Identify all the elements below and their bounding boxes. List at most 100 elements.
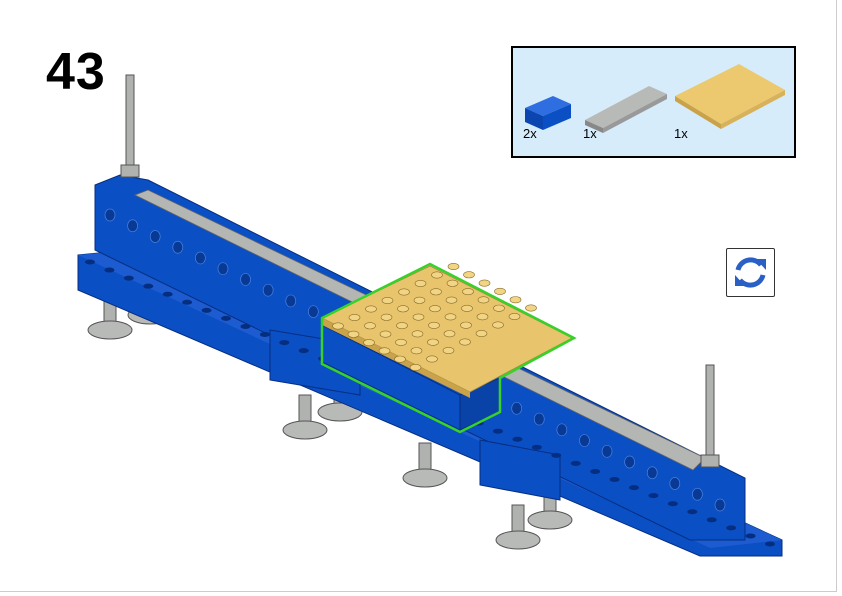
tan-plate-icon	[675, 64, 785, 129]
beam-hole	[714, 498, 726, 512]
tan-stud	[380, 313, 393, 321]
base-stud	[123, 275, 134, 281]
base-stud	[85, 259, 95, 265]
tan-stud	[395, 338, 407, 346]
base-stud	[629, 485, 639, 491]
tan-stud	[332, 322, 344, 330]
beam-hole	[692, 487, 703, 501]
base-stud	[687, 509, 698, 515]
base-stud	[221, 315, 231, 321]
base-stud	[240, 323, 251, 329]
blue-brick-icon	[525, 96, 571, 130]
beam-hole	[195, 251, 206, 265]
tan-stud	[429, 305, 441, 313]
foot-base	[495, 530, 541, 550]
base-stud	[726, 525, 737, 531]
base-stud	[570, 460, 581, 466]
tan-stud	[364, 322, 376, 330]
tan-stud	[446, 279, 459, 287]
base-stud	[745, 533, 756, 539]
rotate-model-icon	[735, 257, 766, 288]
base-stud	[551, 452, 562, 458]
beam-hole	[646, 466, 658, 480]
tan-stud	[463, 271, 475, 279]
beam-hole	[601, 444, 613, 458]
foot-base	[282, 420, 328, 440]
tan-stud	[379, 330, 392, 338]
tan-stud	[410, 347, 423, 355]
tan-stud	[431, 271, 443, 279]
part-quantity: 2x	[523, 126, 537, 141]
base-stud	[104, 267, 115, 273]
foot-base	[317, 402, 363, 422]
base-stud	[648, 493, 659, 499]
beam-hole	[172, 240, 184, 254]
tan-stud	[476, 313, 489, 321]
foot-base	[402, 468, 448, 488]
beam-hole	[511, 401, 523, 415]
tan-stud	[430, 288, 442, 296]
tan-stud	[396, 322, 408, 330]
beam-hole	[624, 455, 635, 469]
beam-hole	[217, 262, 229, 276]
step-number: 43	[46, 43, 106, 101]
page-border-right	[836, 0, 837, 592]
base-stud	[512, 436, 523, 442]
tan-stud	[397, 305, 409, 313]
part-quantity: 1x	[674, 126, 688, 141]
tan-stud	[459, 338, 471, 346]
beam-hole	[240, 273, 251, 286]
tan-stud	[409, 363, 422, 371]
antenna-left	[120, 74, 140, 178]
tan-stud	[445, 296, 458, 304]
part-quantity: 1x	[583, 126, 597, 141]
tan-stud	[494, 287, 506, 295]
tan-stud	[427, 338, 439, 346]
tan-stud	[493, 304, 505, 312]
tan-stud	[509, 296, 522, 304]
rotate-model-button[interactable]	[726, 248, 775, 297]
tan-stud	[411, 330, 424, 338]
beam-hole	[149, 230, 161, 243]
page-border-bottom	[0, 591, 837, 592]
base-stud	[765, 541, 775, 547]
tan-stud	[365, 305, 377, 313]
base-stud	[201, 307, 212, 313]
tan-stud	[475, 329, 488, 337]
tan-stud	[428, 321, 440, 329]
tan-stud	[462, 288, 474, 296]
beam-hole	[556, 423, 568, 437]
beam-hole	[127, 219, 138, 233]
base-stud	[279, 340, 290, 346]
base-stud	[143, 283, 154, 289]
base-stud	[182, 299, 193, 305]
tan-stud	[442, 346, 455, 354]
tan-stud	[378, 347, 391, 355]
base-stud	[609, 477, 620, 483]
tan-stud	[460, 321, 472, 329]
base-stud	[531, 444, 542, 450]
base-stud	[667, 501, 678, 507]
beam-hole	[579, 434, 590, 447]
tan-stud	[461, 304, 473, 312]
beam-hole	[262, 283, 274, 297]
base-stud	[493, 428, 503, 434]
tan-stud	[525, 304, 537, 312]
tan-stud	[426, 355, 438, 363]
beam-hole	[285, 294, 297, 308]
beam-hole	[307, 305, 319, 319]
tan-stud	[414, 279, 427, 287]
parts-list-panel: 2x 1x 1x	[511, 46, 796, 158]
tan-stud	[394, 355, 406, 363]
tan-stud	[347, 330, 360, 338]
highlighted-subassembly	[320, 262, 577, 434]
beam-hole	[104, 208, 116, 222]
beam-hole	[669, 477, 681, 490]
beam-hole	[533, 412, 545, 426]
tan-stud	[478, 279, 491, 287]
tan-stud	[412, 313, 425, 321]
base-stud	[706, 517, 717, 523]
tan-stud	[398, 288, 410, 296]
gray-plate-icon	[585, 86, 667, 133]
